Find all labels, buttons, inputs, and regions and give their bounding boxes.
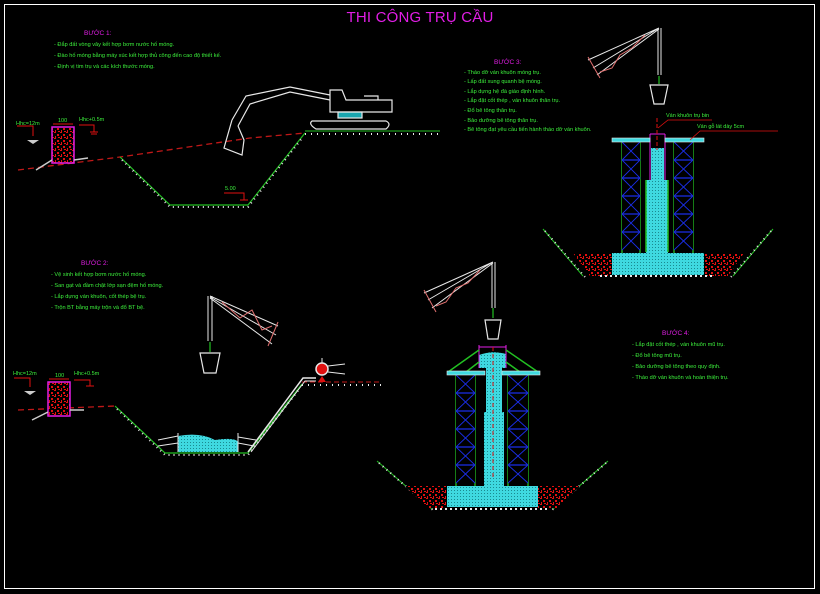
step4-heading: BƯỚC 4: bbox=[662, 330, 690, 337]
step2-dyke-top-label: Hhc+0.5m bbox=[74, 371, 100, 377]
formwork bbox=[157, 433, 257, 452]
pier-cap bbox=[479, 352, 506, 368]
step4-notes: BƯỚC 4: - Lắp đặt cốt thép , ván khuôn m… bbox=[632, 328, 729, 384]
scaffold-left bbox=[455, 374, 476, 486]
concrete-bucket-icon bbox=[649, 84, 669, 105]
step2-item: - Trộn BT bằng máy trộn và đổ BT bệ. bbox=[51, 305, 145, 311]
pit-outline bbox=[114, 383, 303, 454]
backfill-soil bbox=[704, 253, 744, 276]
pier-footing bbox=[612, 253, 704, 275]
backfill-soil bbox=[573, 253, 612, 276]
step4-item: - Đổ bê tông mũ trụ. bbox=[632, 353, 682, 359]
step1-dyke-top-label: Hhc+0.5m bbox=[79, 117, 105, 123]
step1-item: - Đắp đất vòng vây kết hợp bơm nước hố m… bbox=[54, 42, 175, 48]
step2-notes: BƯỚC 2: - Vệ sinh kết hợp bơm nước hố mó… bbox=[51, 258, 163, 314]
concrete-bucket-icon bbox=[199, 352, 221, 374]
step3-item: - Lắp dựng hệ đà giáo định hình. bbox=[464, 88, 546, 95]
scaffold-right bbox=[673, 141, 694, 253]
pit-outline bbox=[119, 132, 306, 206]
crane-icon bbox=[199, 295, 279, 374]
water-level-icon bbox=[24, 391, 36, 395]
step1-water-level-label: Hhc=12m bbox=[16, 121, 40, 127]
step3-heading: BƯỚC 3: bbox=[494, 59, 522, 66]
work-platform bbox=[446, 370, 486, 376]
scaffold-left bbox=[621, 141, 641, 253]
step4-drawing bbox=[376, 261, 609, 511]
pier-footing bbox=[447, 486, 538, 507]
step2-item: - San gạt và đầm chặt lớp sạn đệm hố món… bbox=[51, 283, 164, 289]
step2-heading: BƯỚC 2: bbox=[81, 260, 109, 267]
step3-plank-label: Ván gỗ lát dày 5cm bbox=[697, 124, 745, 130]
step1-item: - Đào hố móng bằng máy xúc kết hợp thủ c… bbox=[54, 53, 222, 59]
step1-dyke-width-label: 100 bbox=[58, 118, 68, 124]
step4-item: - Tháo dỡ ván khuôn và hoàn thiện trụ. bbox=[632, 375, 729, 381]
backfill-soil bbox=[405, 486, 447, 508]
step3-drawing bbox=[542, 27, 778, 278]
step1-item: - Định vị tim trụ và các kích thước móng… bbox=[54, 64, 155, 70]
step1-drawing bbox=[17, 86, 440, 208]
sand-cushion bbox=[178, 434, 238, 452]
step3-formwork-label: Ván khuôn trụ bin bbox=[666, 113, 710, 119]
step1-heading: BƯỚC 1: bbox=[84, 30, 112, 37]
work-platform bbox=[611, 137, 651, 143]
step3-item: - Tháo dỡ ván khuôn móng trụ. bbox=[464, 69, 541, 76]
cofferdam-dyke bbox=[51, 126, 75, 164]
pump-pipe bbox=[247, 377, 316, 453]
pier-shaft bbox=[646, 180, 668, 253]
backfill-soil bbox=[538, 486, 580, 508]
step4-item: - Bảo dưỡng bê tông theo quy định. bbox=[632, 364, 721, 370]
step3-notes: BƯỚC 3: - Tháo dỡ ván khuôn móng trụ. - … bbox=[464, 58, 591, 136]
step3-item: - Bảo dưỡng bê tông thân trụ. bbox=[464, 117, 538, 124]
crane-icon bbox=[587, 27, 669, 105]
step1-notes: BƯỚC 1: - Đắp đất vòng vây kết hợp bơm n… bbox=[54, 28, 221, 73]
step2-item: - Lắp dựng ván khuôn, cốt thép bệ trụ. bbox=[51, 294, 147, 300]
drawing-frame bbox=[4, 4, 815, 589]
excavator-icon bbox=[223, 86, 393, 156]
step2-water-level-label: Hhc=12m bbox=[13, 371, 37, 377]
cofferdam-dyke bbox=[47, 381, 71, 417]
step4-item: - Lắp đặt cốt thép , ván khuôn mũ trụ. bbox=[632, 342, 725, 348]
step1-depth-label: 5.00 bbox=[225, 186, 236, 192]
step2-dyke-width-label: 100 bbox=[55, 373, 65, 379]
depth-marker bbox=[224, 192, 248, 201]
step3-item: - Lắp đặt cốt thép , ván khuôn thân trụ. bbox=[464, 98, 561, 105]
step3-item: - Bê tông đạt yêu cầu tiến hành tháo dỡ … bbox=[464, 127, 592, 134]
pier-shaft bbox=[484, 412, 504, 486]
water-level-icon bbox=[27, 140, 39, 144]
concrete-bucket-icon bbox=[484, 319, 502, 340]
scaffold-right bbox=[507, 374, 529, 486]
page-title: THI CÔNG TRỤ CẦU bbox=[346, 9, 494, 26]
step3-item: - Đổ bê tông thân trụ. bbox=[464, 107, 517, 114]
step2-item: - Vệ sinh kết hợp bơm nước hố móng. bbox=[51, 272, 147, 278]
step2-drawing bbox=[14, 295, 382, 456]
step3-item: - Lấp đất xung quanh bệ móng. bbox=[464, 79, 542, 86]
crane-icon bbox=[423, 261, 502, 340]
